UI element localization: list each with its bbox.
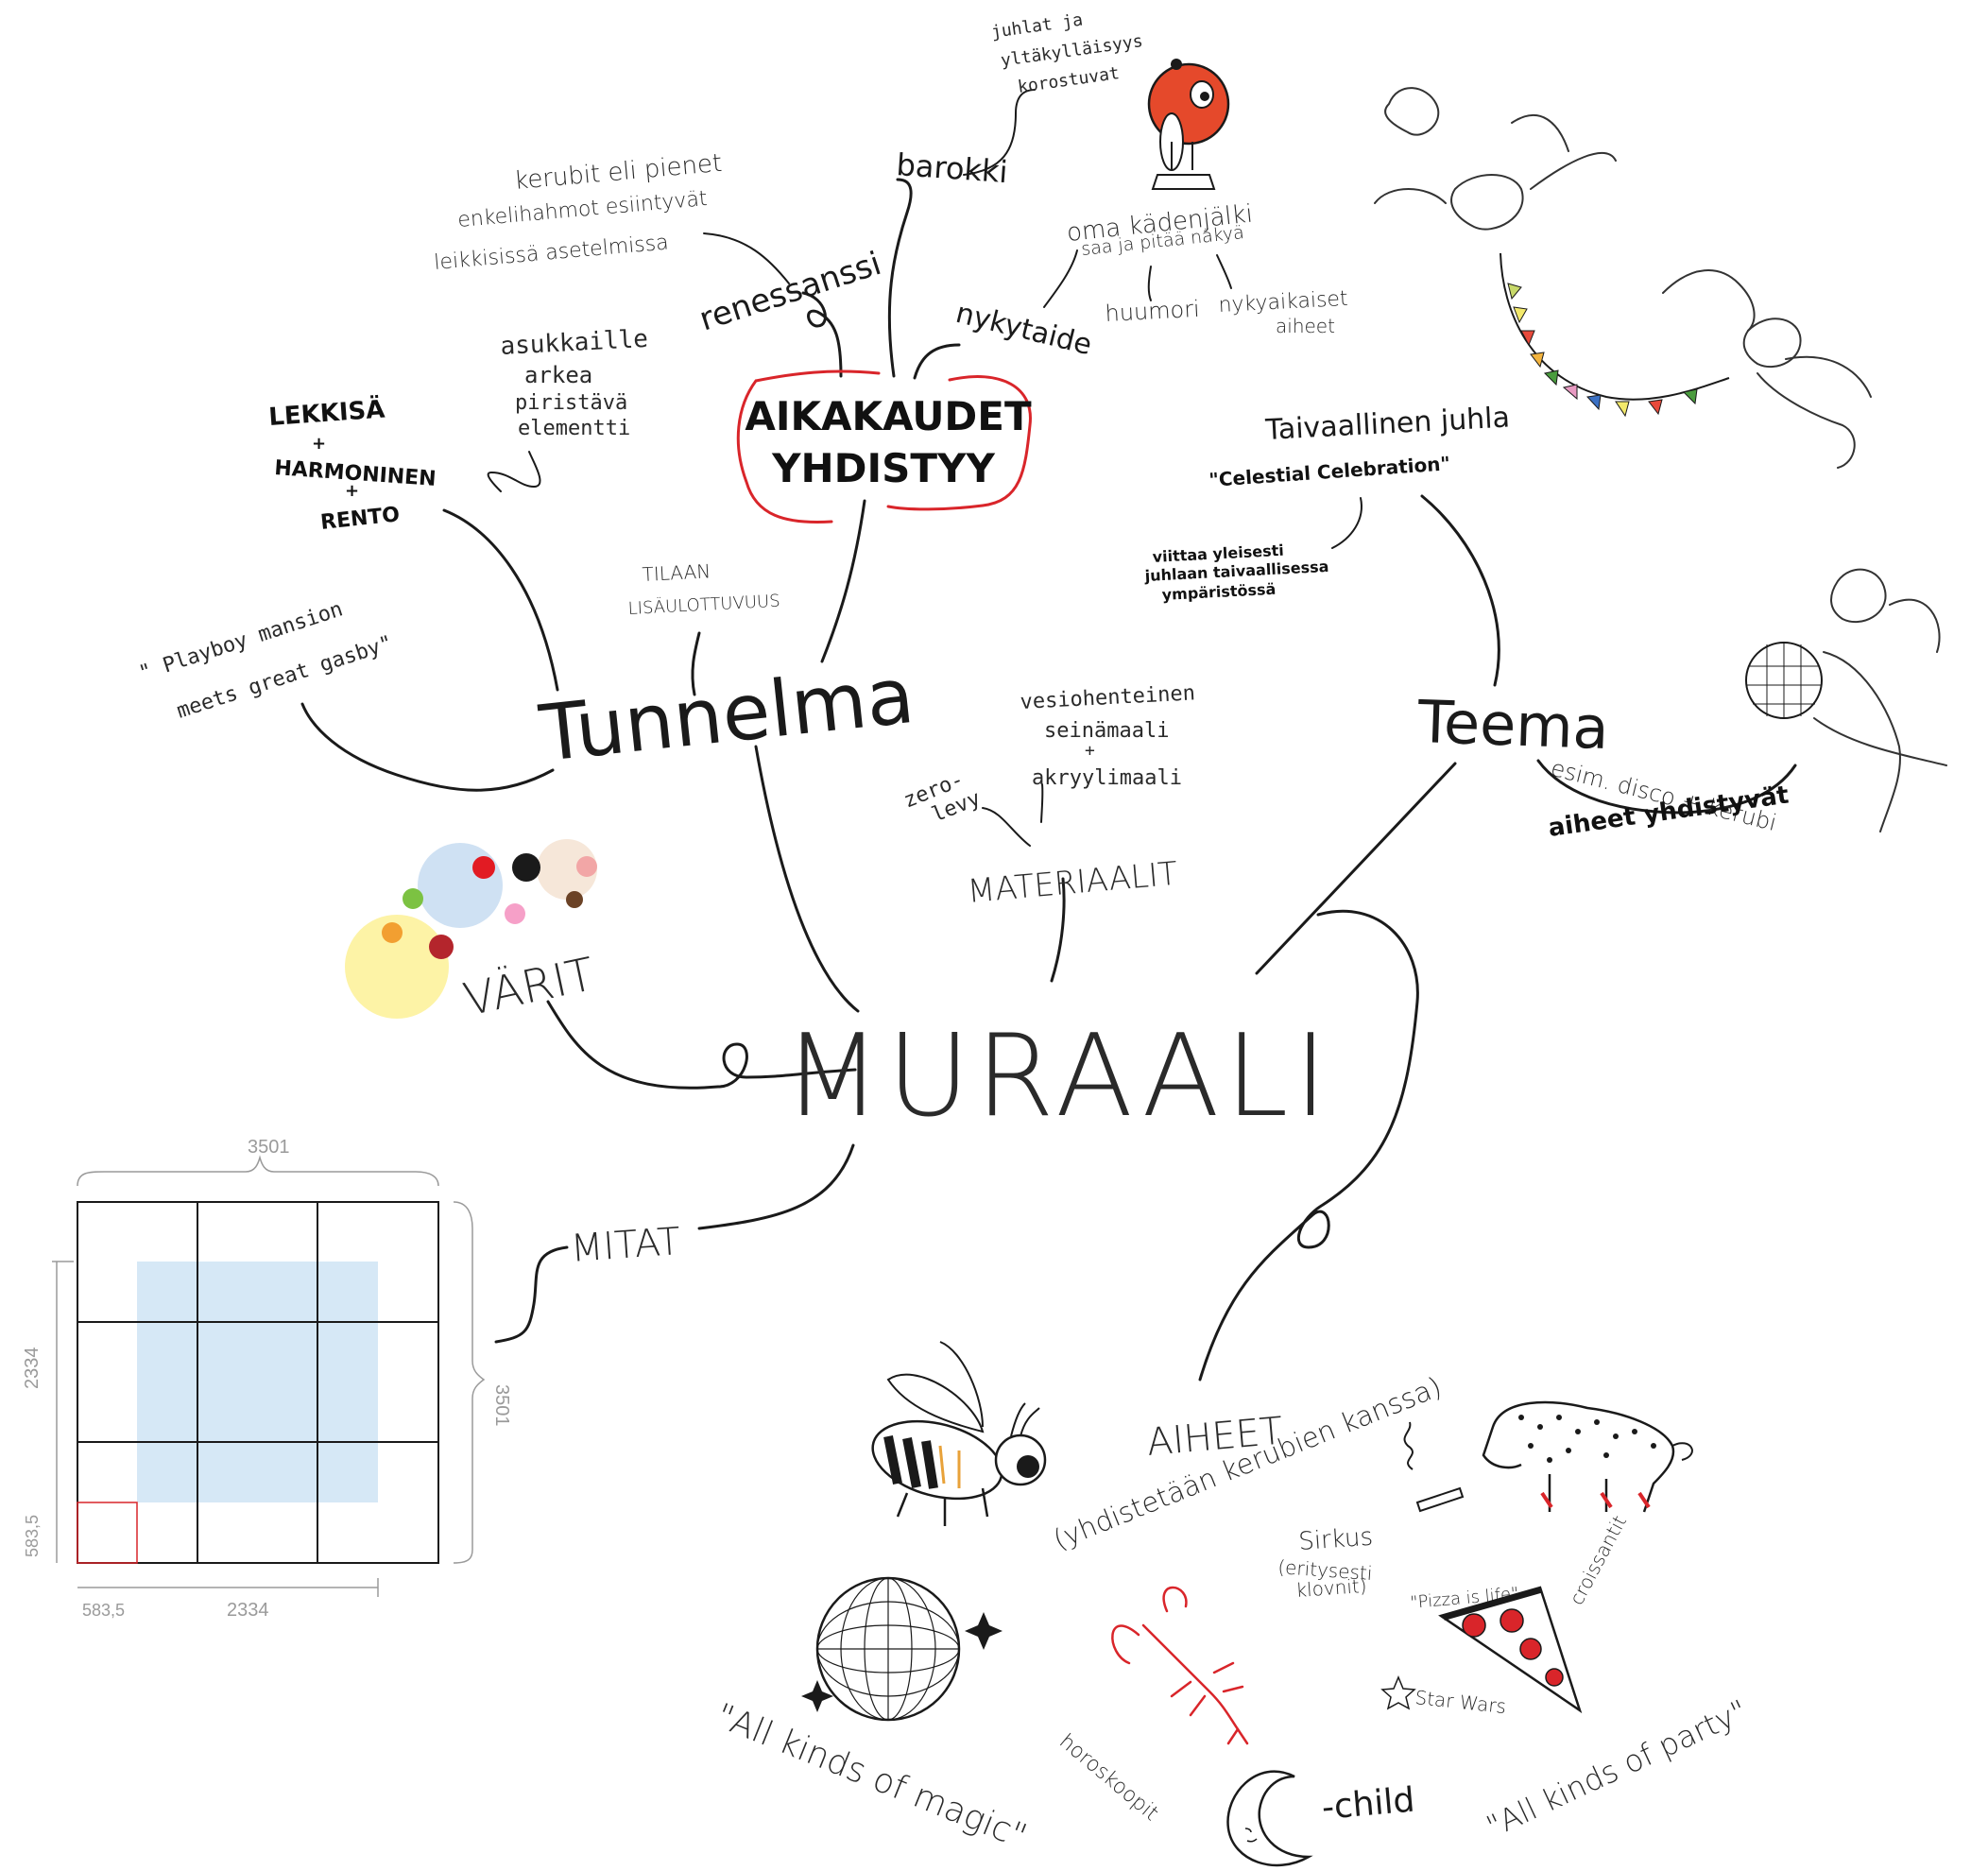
aiheet-sub: (yhdistetään kerubien kanssa) (1049, 1370, 1446, 1555)
mood-3: RENTO (319, 503, 401, 535)
asukkaille-2: arkea (524, 362, 592, 388)
color-swatch-magenta (505, 903, 525, 924)
barokki-note-3: korostuvat (1017, 63, 1121, 97)
varit-branch: VÄRIT (345, 839, 599, 1027)
huumori-label: huumori (1105, 296, 1201, 327)
disco-cherub-icon (1745, 568, 1947, 833)
asukkaille-3: piristävä (515, 391, 627, 415)
paint-3: akryylimaali (1032, 766, 1182, 790)
dimension-lines (52, 1155, 486, 1597)
mitat-branch: MITAT 3501 3501 2334 583,5 583,5 2334 (22, 1137, 682, 1621)
color-swatch-dark-red (429, 935, 454, 959)
orange-mascot-icon (1147, 59, 1230, 190)
leopard-icon (1482, 1400, 1693, 1513)
renessanssi-branch: renessanssi kerubit eli pienet enkelihah… (433, 149, 885, 339)
materiaalit-label: MATERIAALIT (966, 855, 1179, 911)
dim-right: 3501 (491, 1384, 512, 1427)
star-icon (1380, 1675, 1416, 1710)
paint-plus: + (1085, 741, 1095, 761)
mood-plus-1: + (312, 434, 326, 454)
aikakaudet-line2: YHDISTYY (771, 445, 995, 491)
nykyaikaiset-label-1: nykyaikaiset (1218, 287, 1348, 318)
magic-quote: "All kinds of magic" (711, 1696, 1032, 1856)
child-label: -child (1320, 1781, 1416, 1828)
bunting-icon (1500, 252, 1730, 418)
teema-note-3: ympäristössä (1161, 580, 1277, 604)
aikakaudet-line1: AIKAKAUDET (745, 393, 1032, 439)
cherub-icon (1374, 87, 1617, 231)
croissantit-label: croissantit (1565, 1512, 1631, 1609)
teema-label: Teema (1415, 687, 1609, 763)
disco-ball-icon (801, 1576, 1003, 1722)
barokki-label: barokki (895, 146, 1008, 190)
color-swatch-beige (537, 839, 597, 900)
color-swatch-brown (566, 891, 583, 908)
center-title: MURAALI (783, 1011, 1333, 1142)
cherub-icon (1662, 269, 1872, 469)
color-swatch-black (512, 853, 540, 882)
connector-lines (300, 89, 1797, 1382)
sirkus-1: Sirkus (1297, 1523, 1374, 1556)
lobster-icon (1111, 1586, 1249, 1745)
materiaalit-branch: MATERIAALIT vesiohenteinen seinämaali + … (900, 681, 1196, 911)
pizza-icon (1438, 1586, 1583, 1714)
mural-area (137, 1262, 378, 1502)
renessanssi-note-2: enkelihahmot esiintyvät (456, 187, 708, 232)
color-swatch-orange (382, 922, 403, 943)
mood-1: LEKKISÄ (267, 393, 386, 432)
color-swatch-pink (576, 856, 597, 877)
dim-left-small: 583,5 (23, 1515, 42, 1557)
aikakaudet-node: AIKAKAUDET YHDISTYY (736, 369, 1032, 524)
starwars-label: Star Wars (1414, 1686, 1507, 1718)
paint-2: seinämaali (1044, 719, 1169, 743)
mood-plus-2: + (345, 481, 359, 501)
bee-icon (871, 1341, 1047, 1526)
horoskoopit-label: horoskoopit (1054, 1729, 1162, 1826)
teema-branch: Teema Taivaallinen juhla "Celestial Cele… (1143, 401, 1791, 842)
dim-bottom: 2334 (227, 1600, 269, 1621)
moon-icon (1226, 1770, 1313, 1867)
tunnelma-label: Tunnelma (535, 651, 918, 780)
nykyaikaiset-label-2: aiheet (1276, 315, 1335, 337)
nykytaide-label: nykytaide (952, 297, 1095, 362)
barokki-branch: barokki juhlat ja yltäkylläisyys korostu… (895, 10, 1143, 191)
tilaan-1: TILAAN (642, 559, 711, 586)
party-quote: "All kinds of party" (1481, 1692, 1753, 1845)
measurement-grid (77, 1201, 439, 1564)
dim-bottom-small: 583,5 (82, 1601, 125, 1620)
sirkus-3: klovnit) (1295, 1574, 1368, 1602)
tilaan-2: LISÄULOTTUVUUS (627, 592, 780, 619)
tile-highlight (77, 1502, 138, 1564)
teema-title: Taivaallinen juhla (1264, 401, 1511, 447)
varit-label: VÄRIT (459, 948, 599, 1027)
color-swatch-red (472, 856, 495, 879)
asukkaille-4: elementti (518, 417, 630, 440)
barokki-note-1: juhlat ja (990, 10, 1085, 43)
renessanssi-note-3: leikkisissä asetelmissa (433, 231, 669, 275)
asukkaille-1: asukkaille (500, 325, 649, 361)
color-swatch-green (403, 888, 423, 909)
paint-1: vesiohenteinen (1020, 681, 1195, 714)
color-swatch-yellow (345, 915, 449, 1019)
mitat-label: MITAT (569, 1220, 681, 1271)
teema-subtitle: "Celestial Celebration" (1208, 452, 1451, 491)
renessanssi-label: renessanssi (694, 245, 885, 339)
cigarette-icon (1403, 1421, 1465, 1513)
dim-top: 3501 (248, 1137, 290, 1158)
color-swatch-light-blue (418, 843, 503, 928)
dim-left: 2334 (22, 1347, 43, 1390)
nykytaide-branch: nykytaide oma kädenjälki saa ja pitää nä… (952, 199, 1348, 362)
